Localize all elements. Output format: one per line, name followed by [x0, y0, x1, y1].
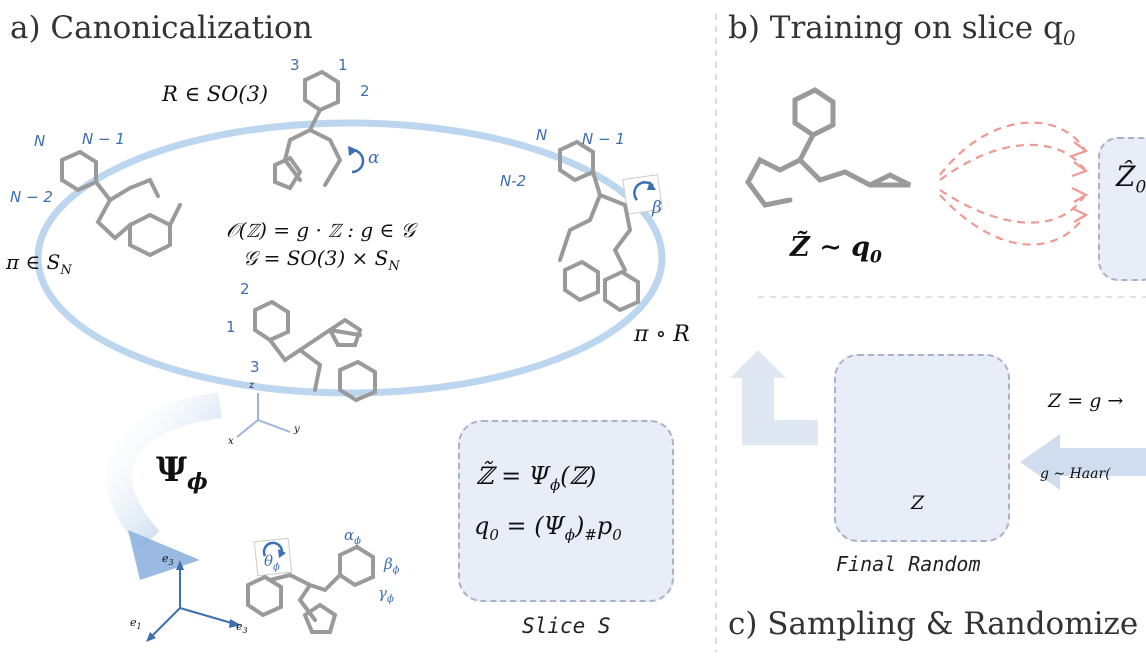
panel-b-title: b) Training on slice q0 — [728, 10, 1076, 51]
molecule-top — [273, 69, 343, 191]
bottom-num-1: 1 — [226, 318, 236, 336]
bottom-num-2: 2 — [240, 280, 250, 298]
z-hat-box — [1098, 137, 1146, 281]
top-num-1: 1 — [338, 56, 348, 74]
molecule-right — [558, 139, 640, 313]
beta-label: β — [652, 198, 662, 218]
axis-e1: e1 — [130, 616, 142, 632]
axis-x-label: x — [228, 436, 234, 447]
group-equation: 𝒢 = SO(3) × SN — [243, 246, 400, 274]
alpha-rotation-icon — [351, 148, 365, 174]
alpha-phi-label: αϕ — [344, 526, 361, 547]
left-label-n: N — [34, 132, 46, 150]
z-tilde-label: Z̃ ∼ q0 — [790, 232, 882, 268]
slice-equation-1: ℤ̃ = Ψϕ(ℤ) — [476, 462, 597, 494]
left-label-n-1: N − 1 — [82, 130, 125, 148]
left-block-arrow — [1020, 434, 1146, 490]
panel-c-title: c) Sampling & Randomize — [728, 606, 1139, 642]
psi-label: Ψϕ — [156, 450, 208, 495]
right-label-n-2: N-2 — [500, 172, 527, 190]
molecule-bottom — [253, 299, 377, 403]
psi-arrow — [106, 392, 222, 549]
molecule-canonical — [246, 544, 375, 634]
molecule-panel-b — [745, 87, 912, 208]
theta-phi-label: θϕ — [264, 552, 280, 573]
orbit-ellipse — [34, 119, 666, 397]
beta-phi-label: βϕ — [384, 555, 400, 576]
xyz-axes — [236, 393, 291, 438]
up-block-arrow — [730, 350, 818, 445]
bottom-num-3: 3 — [250, 358, 260, 376]
training-arrow-heads — [1071, 141, 1089, 223]
right-label-n: N — [536, 126, 548, 144]
axis-e3-top: e3 — [162, 552, 174, 568]
rotation-label: R ∈ SO(3) — [162, 82, 269, 106]
slice-caption: Slice S — [522, 614, 611, 638]
axis-y-label: y — [294, 424, 300, 435]
perm-label: π ∈ SN — [6, 250, 72, 278]
gamma-phi-label: γϕ — [378, 584, 394, 605]
training-arrows — [939, 121, 1086, 246]
e-axes — [149, 568, 236, 639]
panel-a-title: a) Canonicalization — [10, 10, 313, 46]
slice-box — [458, 420, 674, 602]
final-box — [834, 354, 1010, 542]
theta-rotation-icon — [262, 541, 284, 557]
haar-label: g ∼ Haar( — [1040, 466, 1111, 482]
molecule-left — [60, 149, 182, 258]
final-z-label: Z — [911, 492, 925, 514]
axis-z-label: z — [249, 380, 255, 391]
z-equals-label: Z = g → — [1048, 390, 1124, 412]
z-hat-label: Ẑ0 — [1116, 160, 1146, 198]
left-label-n-2: N − 2 — [10, 188, 53, 206]
top-num-2: 2 — [360, 82, 370, 100]
alpha-label: α — [368, 148, 380, 168]
psi-arrow-head — [128, 530, 200, 580]
top-num-3: 3 — [290, 56, 300, 74]
axis-e3-right: e3 — [236, 620, 248, 636]
slice-equation-2: q0 = (Ψϕ)#p0 — [474, 512, 622, 544]
final-caption: Final Random — [836, 552, 981, 576]
compose-label: π ∘ R — [634, 322, 690, 347]
right-label-n-1: N − 1 — [582, 130, 625, 148]
orbit-equation: 𝒪(ℤ) = g · ℤ : g ∈ 𝒢 — [226, 218, 415, 242]
